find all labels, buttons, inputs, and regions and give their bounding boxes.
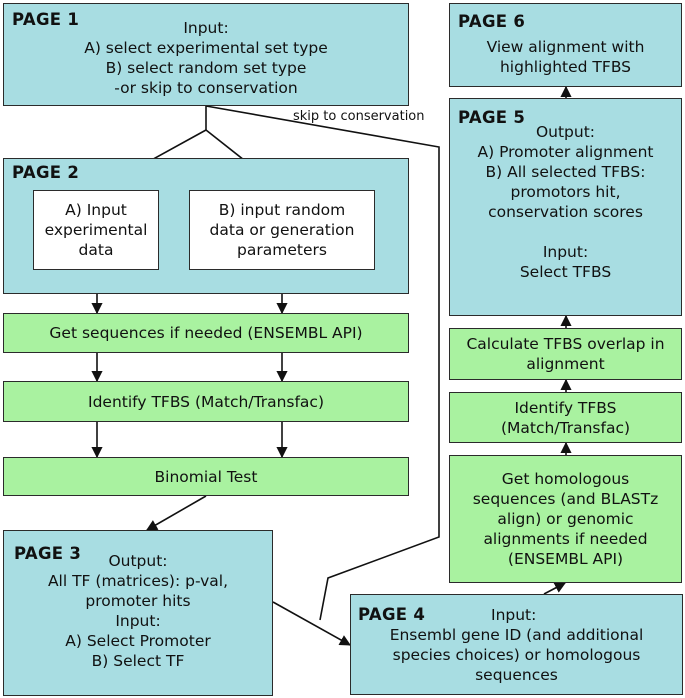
homologous-line: align) or genomic [497, 510, 634, 528]
page3-box: PAGE 3 Output: All TF (matrices): p-val,… [3, 530, 273, 696]
input-experimental-line: experimental [44, 221, 148, 239]
edge-skip-to-conservation [205, 105, 440, 621]
page4-text: Ensembl gene ID (and additional species … [351, 625, 682, 685]
overlap-text: Calculate TFBS overlap in alignment [450, 334, 681, 374]
page3-label: PAGE 3 [14, 544, 82, 563]
homologous-line: (ENSEMBL API) [507, 550, 624, 568]
page3-text: Output: All TF (matrices): p-val, promot… [4, 551, 272, 671]
input-experimental-text: A) Input experimental data [34, 200, 158, 260]
page5-line: conservation scores [488, 203, 643, 221]
page3-line: B) Select TF [91, 652, 185, 670]
input-random-line: parameters [237, 241, 327, 259]
homologous-box: Get homologous sequences (and BLASTz ali… [449, 455, 682, 583]
page5-label: PAGE 5 [458, 108, 526, 127]
page6-box: PAGE 6 View alignment with highlighted T… [449, 3, 682, 87]
page4-line: sequences [475, 666, 558, 684]
page1-line: -or skip to conservation [114, 79, 298, 97]
page1-label: PAGE 1 [12, 10, 80, 29]
edge-page3-to-page4 [272, 601, 351, 646]
binomial-test-box: Binomial Test [3, 457, 409, 496]
identify-tfbs-left-text: Identify TFBS (Match/Transfac) [88, 392, 324, 411]
skip-annotation: skip to conservation [293, 109, 425, 124]
identify-tfbs-left-box: Identify TFBS (Match/Transfac) [3, 381, 409, 422]
input-random-box: B) input random data or generation param… [189, 190, 375, 270]
page6-text: View alignment with highlighted TFBS [450, 37, 681, 77]
page3-line: Input: [115, 612, 161, 630]
binomial-test-text: Binomial Test [154, 467, 258, 486]
get-sequences-box: Get sequences if needed (ENSEMBL API) [3, 313, 409, 353]
page6-line: View alignment with [486, 38, 645, 56]
input-random-text: B) input random data or generation param… [190, 200, 374, 260]
page2-label: PAGE 2 [12, 163, 80, 182]
page3-line: Output: [108, 552, 168, 570]
page4-input-title: Input: [491, 606, 537, 624]
page4-box: PAGE 4 Input: Ensembl gene ID (and addit… [350, 594, 683, 695]
input-random-line: data or generation [209, 221, 355, 239]
input-experimental-box: A) Input experimental data [33, 190, 159, 270]
page5-box: PAGE 5 Output: A) Promoter alignment B) … [449, 98, 682, 316]
page5-line: A) Promoter alignment [477, 143, 654, 161]
overlap-line: alignment [526, 355, 605, 373]
page1-line: B) select random set type [105, 59, 307, 77]
identify-tfbs-right-text: Identify TFBS (Match/Transfac) [450, 398, 681, 438]
page1-line: Input: [183, 19, 229, 37]
page1-text: Input: A) select experimental set type B… [4, 18, 408, 98]
homologous-line: Get homologous [501, 470, 630, 488]
overlap-box: Calculate TFBS overlap in alignment [449, 328, 682, 380]
overlap-line: Calculate TFBS overlap in [466, 335, 665, 353]
identify-tfbs-right-line: (Match/Transfac) [500, 418, 631, 437]
homologous-line: sequences (and BLASTz [472, 490, 659, 508]
input-random-line: B) input random [218, 201, 346, 219]
page5-line: Output: [535, 123, 596, 141]
page3-line: promoter hits [85, 592, 191, 610]
input-experimental-line: A) Input [65, 201, 127, 219]
page1-box: PAGE 1 Input: A) select experimental set… [3, 3, 409, 106]
edge-page4-to-homologous [543, 582, 566, 595]
page3-line: A) Select Promoter [65, 632, 211, 650]
identify-tfbs-right-line: Identify TFBS [514, 398, 617, 417]
homologous-line: alignments if needed [483, 530, 648, 548]
page4-line: species choices) or homologous [392, 646, 641, 664]
page6-label: PAGE 6 [458, 12, 526, 31]
page3-line: All TF (matrices): p-val, [47, 572, 229, 590]
input-experimental-line: data [78, 241, 114, 259]
page5-line [450, 222, 681, 242]
identify-tfbs-right-box: Identify TFBS (Match/Transfac) [449, 392, 682, 443]
page5-line: Input: [542, 243, 589, 261]
edge-binomial-to-page3 [146, 495, 207, 531]
page5-text: Output: A) Promoter alignment B) All sel… [450, 122, 681, 282]
page6-line: highlighted TFBS [499, 58, 632, 76]
page5-line: Select TFBS [519, 263, 612, 281]
page1-line: A) select experimental set type [84, 39, 328, 57]
homologous-text: Get homologous sequences (and BLASTz ali… [450, 469, 681, 569]
page4-label: PAGE 4 [358, 605, 426, 624]
get-sequences-text: Get sequences if needed (ENSEMBL API) [49, 324, 363, 342]
page4-line: Ensembl gene ID (and additional [389, 626, 644, 644]
page5-line: B) All selected TFBS: [485, 163, 646, 181]
page5-line: promotors hit, [510, 183, 621, 201]
